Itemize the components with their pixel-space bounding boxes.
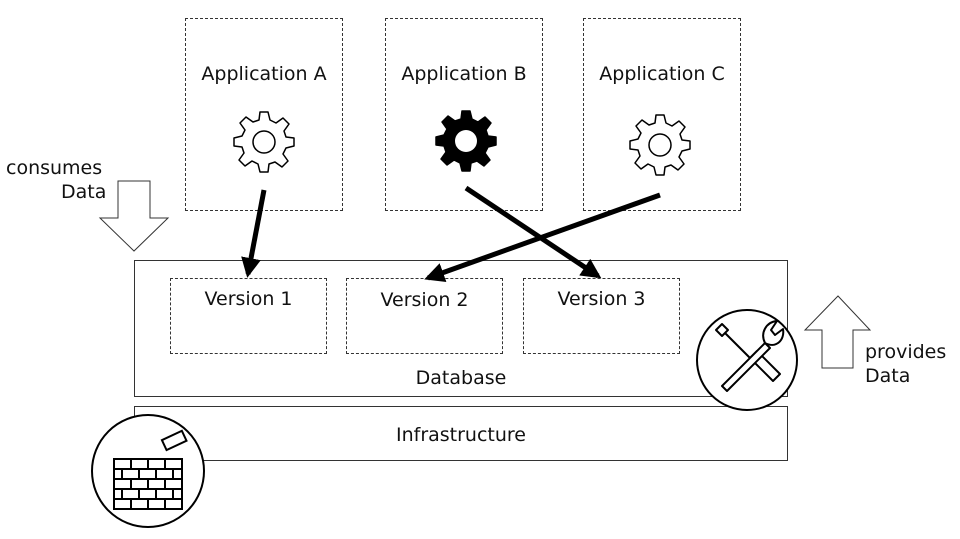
arrow-up-outline-icon bbox=[803, 295, 872, 369]
consumes-line-2: Data bbox=[61, 181, 107, 203]
version-1-box: Version 1 bbox=[170, 278, 327, 354]
application-c-label: Application C bbox=[599, 63, 725, 85]
version-3-box: Version 3 bbox=[523, 278, 680, 354]
provides-line-1: provides bbox=[865, 341, 947, 363]
gear-outline-icon bbox=[233, 111, 295, 173]
application-b-label: Application B bbox=[401, 63, 527, 85]
infrastructure-label: Infrastructure bbox=[395, 424, 526, 446]
database-label: Database bbox=[415, 367, 507, 389]
application-a-box: Application A bbox=[185, 18, 343, 211]
tools-icon bbox=[696, 309, 798, 411]
version-3-label: Version 3 bbox=[557, 288, 646, 310]
application-a-label: Application A bbox=[201, 63, 327, 85]
gear-outline-icon bbox=[629, 114, 691, 176]
consumes-line-1: consumes bbox=[6, 157, 103, 179]
application-b-box: Application B bbox=[385, 18, 543, 211]
arrow-b-to-version-3 bbox=[464, 185, 602, 279]
arrow-c-to-version-2 bbox=[424, 192, 661, 283]
provides-label: provides Data bbox=[865, 340, 946, 388]
brick-wall-icon bbox=[91, 414, 205, 528]
version-2-label: Version 2 bbox=[380, 289, 469, 311]
infrastructure-box: Infrastructure bbox=[134, 406, 788, 461]
arrow-a-to-version-1 bbox=[241, 189, 267, 278]
arrow-down-outline-icon bbox=[98, 180, 170, 252]
gear-filled-icon bbox=[435, 110, 497, 172]
provides-line-2: Data bbox=[865, 365, 911, 387]
version-1-label: Version 1 bbox=[204, 288, 293, 310]
application-c-box: Application C bbox=[583, 18, 741, 211]
consumes-label: consumes Data bbox=[6, 156, 106, 204]
